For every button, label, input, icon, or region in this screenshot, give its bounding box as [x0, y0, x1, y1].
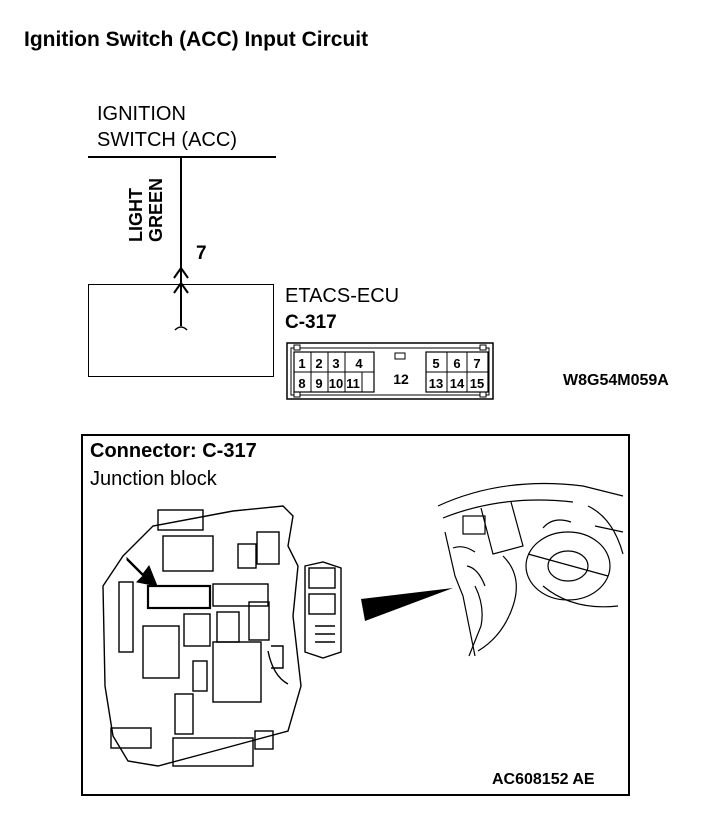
pin-label: 13	[429, 376, 443, 391]
pin-label: 8	[298, 376, 305, 391]
wire-color-label: LIGHT GREEN	[126, 178, 166, 242]
ecu-block	[88, 284, 274, 377]
pin-label: 7	[473, 356, 480, 371]
junction-block-illustration	[102, 482, 624, 767]
pin-label: 11	[346, 376, 360, 391]
ecu-name-label: ETACS-ECU	[285, 285, 400, 307]
terminal-arrow-lower	[173, 281, 189, 294]
switch-label-line1: IGNITION	[97, 103, 186, 125]
pin-label: 4	[355, 356, 363, 371]
pin-label: 6	[453, 356, 460, 371]
wire-color-line1: LIGHT	[126, 188, 146, 242]
dashboard-view	[437, 482, 624, 657]
pin-label: 1	[298, 356, 305, 371]
circuit-schematic	[88, 156, 276, 331]
pin-label: 3	[332, 356, 339, 371]
illustration-code: AC608152 AE	[492, 771, 595, 788]
connector-location-panel	[81, 434, 630, 796]
connector-title: Connector: C-317	[90, 440, 257, 462]
diagram-code: W8G54M059A	[563, 372, 669, 389]
wire-color-line2: GREEN	[146, 178, 166, 242]
pin-label: 9	[315, 376, 322, 391]
switch-label-line2: SWITCH (ACC)	[97, 129, 237, 151]
ecu-connector-label: C-317	[285, 312, 337, 333]
terminal-arrow-upper	[173, 266, 189, 279]
connector-location-label: Junction block	[90, 468, 217, 490]
pin-label: 5	[432, 356, 439, 371]
pin-label: 15	[470, 376, 484, 391]
pin-label: 14	[450, 376, 465, 391]
pin-number-label: 7	[196, 243, 207, 264]
location-wedge	[361, 588, 453, 621]
pin-label: 12	[393, 371, 409, 387]
page-title: Ignition Switch (ACC) Input Circuit	[24, 28, 369, 51]
connector-pointer-arrow	[126, 556, 158, 587]
junction-block	[102, 505, 302, 767]
wire-end-mark	[174, 326, 188, 331]
pin-label: 10	[329, 376, 343, 391]
pin-label: 2	[315, 356, 322, 371]
relay-stack	[304, 561, 342, 659]
connector-face-diagram: 1 2 3 4 5 6 7 8 9 10 11 12 13 14 15	[286, 342, 494, 400]
